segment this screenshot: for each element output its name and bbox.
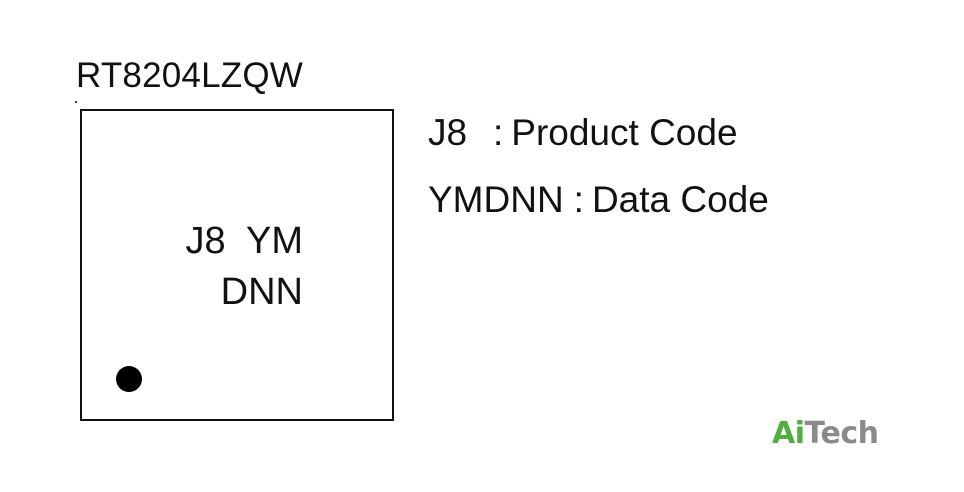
pin1-dot-icon	[116, 366, 142, 392]
brand-logo-tech: Tech	[804, 416, 879, 451]
brand-logo-ai: Ai	[772, 416, 805, 451]
marking-line-1: J8 YM	[185, 220, 303, 262]
legend-description: Data Code	[591, 179, 769, 220]
legend-code: YMDNN	[428, 179, 564, 220]
legend-row-data-code: YMDNN:Data Code	[428, 178, 769, 222]
legend-separator: :	[493, 112, 504, 153]
part-number: RT8204LZQW	[76, 56, 303, 95]
tick-mark	[75, 101, 77, 103]
brand-logo: AiTech	[772, 414, 879, 454]
marking-line-2: DNN	[220, 271, 303, 313]
legend-row-product-code: J8:Product Code	[428, 111, 738, 155]
package-outline: J8 YM DNN	[80, 109, 394, 421]
legend-description: Product Code	[511, 112, 738, 153]
legend-separator: :	[573, 179, 584, 220]
legend-code: J8	[428, 112, 468, 153]
